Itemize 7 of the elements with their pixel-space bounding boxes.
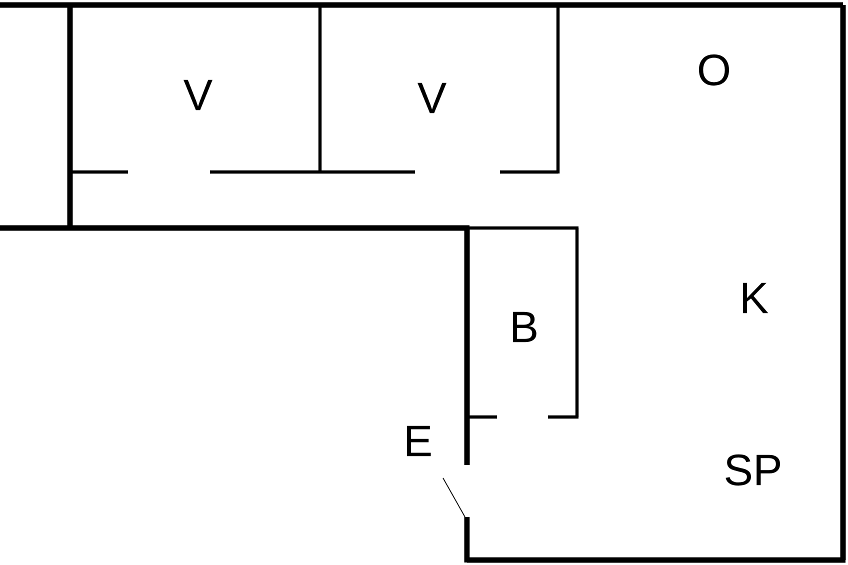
room-label: SP (726, 454, 780, 486)
room-label: V (184, 80, 212, 110)
room-label: K (742, 282, 768, 314)
room-label: O (698, 54, 730, 86)
room-label: E (406, 426, 431, 456)
room-label: B (512, 312, 536, 342)
room-label: V (418, 82, 446, 114)
